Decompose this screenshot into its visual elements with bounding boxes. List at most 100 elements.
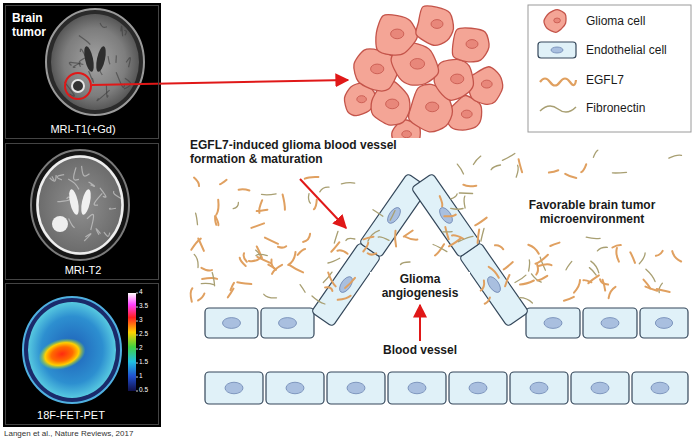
extracellular-fibers (191, 150, 682, 304)
scan-caption: MRI-T1(+Gd) (6, 123, 160, 136)
egfl7-fiber (504, 262, 513, 269)
tumor-label: Brain tumor (12, 11, 68, 40)
gyrus (104, 232, 110, 236)
fibronectin-fiber (300, 285, 305, 293)
fibronectin-fiber (309, 194, 311, 204)
egfl7-fiber (278, 246, 286, 247)
egfl7-fiber (338, 296, 351, 300)
egfl7-fiber (215, 216, 216, 225)
fibronectin-fiber (262, 193, 277, 195)
cell-body (632, 372, 688, 404)
cell-body (434, 59, 473, 100)
cell-body (416, 6, 454, 46)
gyrus (100, 188, 106, 197)
skull (31, 150, 129, 260)
cell-body (544, 10, 566, 33)
egfl7-fiber (288, 252, 295, 265)
fibronectin-fiber (589, 268, 596, 276)
cell-nucleus (391, 29, 404, 39)
annotation-label: Glioma angiogenesis (370, 272, 470, 301)
gyrus (87, 214, 94, 230)
egfl7-fiber (609, 287, 616, 298)
red-arrow (92, 80, 348, 85)
cell-nucleus (451, 74, 464, 84)
egfl7-fiber (305, 177, 319, 179)
egfl7-fiber (337, 250, 347, 253)
legend-label: Fibronectin (586, 101, 645, 115)
cell-body (449, 372, 507, 404)
color-bar-value: 1 (139, 373, 143, 380)
endothelial-cell (266, 372, 324, 404)
red-arrow (300, 179, 346, 228)
cell-nucleus (554, 18, 561, 23)
cell-body (571, 372, 629, 404)
egfl7-fiber (363, 243, 368, 252)
fibronectin-fiber (433, 245, 447, 252)
egfl7-fiber (630, 252, 635, 263)
gyrus (108, 56, 110, 64)
gyrus (84, 234, 91, 241)
cell-nucleus (461, 110, 472, 118)
color-bar-tick (136, 363, 138, 364)
fibronectin-fiber (328, 258, 340, 263)
egfl7-fiber (519, 159, 523, 172)
egfl7-fiber (202, 278, 217, 279)
fibronectin-fiber (373, 210, 383, 217)
glioma-cluster (344, 6, 502, 149)
glioma-cell (452, 28, 489, 62)
color-bar (128, 293, 136, 391)
cell-nucleus (357, 96, 367, 103)
legend-box (528, 5, 691, 132)
egfl7-fiber (303, 234, 310, 242)
cell-nucleus (481, 80, 492, 88)
fibronectin-fiber (451, 208, 463, 210)
egfl7-fiber (616, 248, 619, 262)
skull (23, 297, 121, 403)
cell-body (388, 372, 446, 404)
gyrus (126, 58, 130, 68)
cell-nucleus (225, 382, 243, 394)
egfl7-fiber (600, 279, 608, 284)
brain-scan (31, 150, 129, 260)
fibronectin-fiber (669, 155, 682, 158)
scan-background (3, 3, 161, 427)
egfl7-fiber (603, 280, 606, 291)
cell-nucleus (591, 382, 609, 394)
fibronectin-fiber (233, 203, 238, 209)
legend-label: Glioma cell (586, 14, 645, 28)
cell-body (376, 15, 418, 56)
fibronectin-fiber (473, 156, 480, 164)
endothelial-cell (388, 372, 446, 404)
egfl7-fiber (440, 196, 443, 206)
cell-body (526, 308, 580, 338)
fibronectin-fiber (639, 253, 645, 264)
ventricle (94, 45, 107, 72)
egfl7-fiber (478, 229, 480, 243)
fibronectin-fiber (464, 196, 465, 208)
cell-body (261, 308, 314, 338)
fibronectin-fiber (341, 183, 354, 184)
egfl7-fiber (328, 273, 336, 287)
egfl7-fiber (405, 237, 418, 240)
blood-vessel (205, 173, 688, 404)
gyrus (79, 35, 90, 44)
skull (46, 9, 144, 115)
fibronectin-fiber (481, 229, 484, 242)
fibronectin-fiber (378, 237, 389, 240)
cell-nucleus (431, 20, 443, 29)
fibronectin-fiber (612, 172, 626, 174)
annotation-label: EGFL7-induced glioma blood vessel format… (188, 138, 444, 167)
cell-nucleus (655, 318, 672, 329)
fibronectin-fiber (516, 165, 518, 177)
cell-nucleus (223, 318, 241, 329)
cell-nucleus (279, 318, 297, 329)
egfl7-fiber (198, 294, 204, 301)
egfl7-fiber (565, 174, 576, 178)
egfl7-fiber (239, 189, 250, 190)
egfl7-fiber (645, 287, 657, 291)
egfl7-fiber (656, 251, 663, 256)
gyrus (57, 193, 71, 202)
egfl7-fiber (588, 275, 599, 283)
cell-nucleus (466, 40, 478, 49)
cell-nucleus (530, 382, 548, 394)
